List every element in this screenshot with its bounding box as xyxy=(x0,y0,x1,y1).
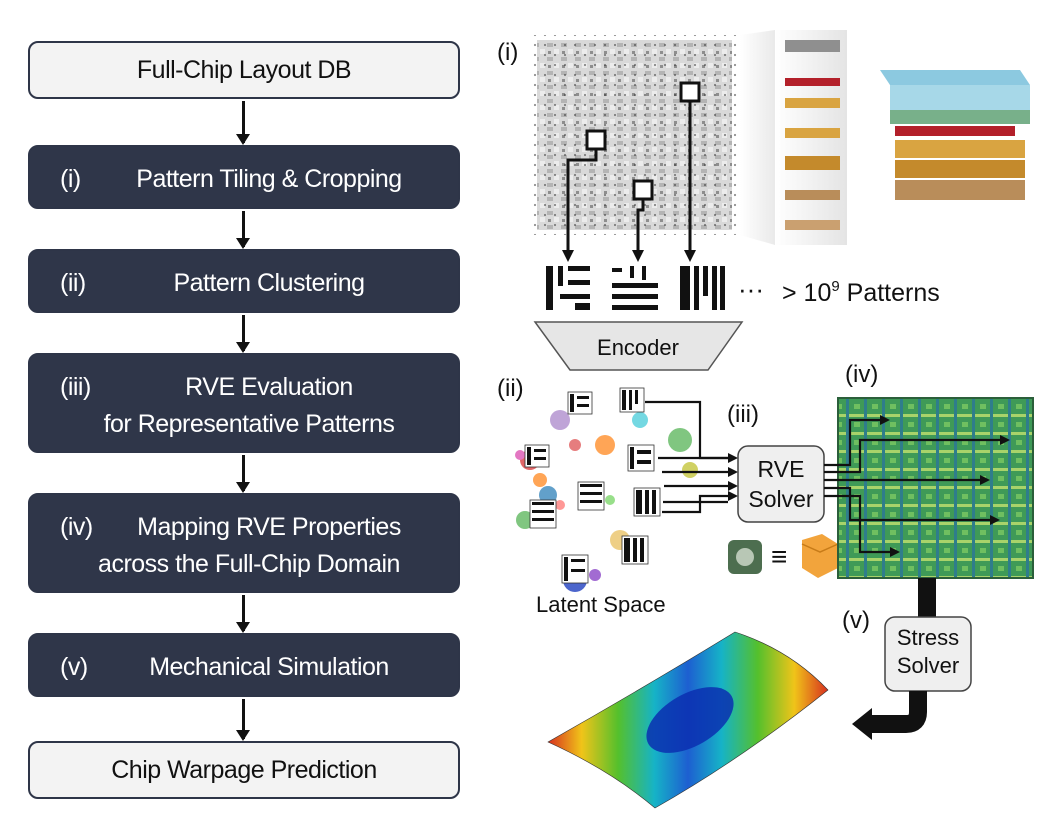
layer-bottom xyxy=(785,220,840,230)
stress-solver-line1: Stress xyxy=(897,625,959,650)
ellipsis: ··· xyxy=(738,274,764,304)
zoom-cone xyxy=(740,30,775,245)
pattern-thumbnail-3 xyxy=(678,263,728,313)
start-label: Full-Chip Layout DB xyxy=(136,55,352,84)
flow-arrow xyxy=(236,101,250,145)
step-ii-label: Pattern Clustering xyxy=(173,269,365,297)
step-i-label: Pattern Tiling & Cropping xyxy=(136,165,402,193)
step-iv-line2: across the Full-Chip Domain xyxy=(98,550,400,578)
latent-to-rve-arrows xyxy=(645,400,728,514)
cube-edges xyxy=(801,543,839,553)
step-v-label: Mechanical Simulation xyxy=(149,653,389,681)
rve-solver-line1: RVE xyxy=(758,456,805,482)
stack-copper-a xyxy=(895,140,1025,158)
flow-arrow xyxy=(236,595,250,633)
stack-blue-side xyxy=(890,85,1030,110)
pattern-thumbnail-1 xyxy=(543,263,593,313)
rve-solver-line2: Solver xyxy=(748,486,814,512)
step-iii-box: (iii) RVE Evaluation for Representative … xyxy=(28,353,460,453)
step-v-number: (v) xyxy=(60,653,88,681)
step-iii-line2: for Representative Patterns xyxy=(103,410,395,438)
crop-arrow-2 xyxy=(636,199,645,252)
layer-red xyxy=(785,78,840,86)
crop-arrow-2-head xyxy=(632,250,644,262)
stack-blue-top xyxy=(880,70,1030,85)
crop-window-3 xyxy=(679,81,701,103)
step-i-box: (i) Pattern Tiling & Cropping xyxy=(28,145,460,209)
step-ii-box: (ii) Pattern Clustering xyxy=(28,249,460,313)
layer-copper-2 xyxy=(785,128,840,138)
flow-arrow xyxy=(236,211,250,249)
step-iv-box: (iv) Mapping RVE Properties across the F… xyxy=(28,493,460,593)
encoder-label: Encoder xyxy=(597,335,679,360)
crop-window-2 xyxy=(632,179,654,201)
stack-copper-c xyxy=(895,180,1025,200)
flow-arrow xyxy=(236,699,250,741)
step-i-number: (i) xyxy=(60,165,81,193)
stress-solver-line2: Solver xyxy=(897,653,959,678)
stack-copper-b xyxy=(895,160,1025,178)
homogenized-cube-icon xyxy=(802,534,838,578)
rve-to-map-arrows xyxy=(824,418,1000,554)
latent-pattern-glyphs xyxy=(524,387,661,584)
stress-solver-box xyxy=(884,616,972,692)
layer-copper-3 xyxy=(785,156,840,170)
flow-arrow xyxy=(236,455,250,493)
crop-window-1 xyxy=(585,129,607,151)
equiv-symbol: ≡ xyxy=(771,541,787,572)
layer-stack-assembled xyxy=(880,70,1030,200)
step-iv-number: (iv) xyxy=(60,513,93,541)
latent-space-label: Latent Space xyxy=(536,592,666,617)
stack-green xyxy=(890,110,1030,124)
layer-stack-exploded xyxy=(785,40,840,230)
step-iv-line1: Mapping RVE Properties xyxy=(137,513,401,541)
chip-grid-dots xyxy=(530,35,740,235)
encoder-shape xyxy=(533,321,744,371)
warpage-center xyxy=(646,687,734,753)
start-box: Full-Chip Layout DB xyxy=(28,41,460,99)
end-label: Chip Warpage Prediction xyxy=(111,755,377,784)
label-ii: (ii) xyxy=(497,375,524,402)
label-v: (v) xyxy=(842,607,870,634)
rve-to-map-arrowheads xyxy=(880,415,1010,557)
layer-copper-1 xyxy=(785,98,840,108)
stack-red xyxy=(895,126,1015,136)
flow-arrow xyxy=(236,315,250,353)
map-to-stress-connector xyxy=(918,578,936,620)
crop-arrow-3-head xyxy=(684,250,696,262)
crop-arrow-1 xyxy=(566,149,598,252)
pattern-thumbnail-2 xyxy=(610,263,660,313)
latent-to-rve-arrowheads xyxy=(728,453,738,501)
step-ii-number: (ii) xyxy=(60,269,86,297)
property-map xyxy=(837,397,1034,579)
label-i: (i) xyxy=(497,39,518,66)
rve-microstructure-hole xyxy=(736,548,754,566)
label-iii: (iii) xyxy=(727,401,759,428)
label-iv: (iv) xyxy=(845,361,878,388)
step-iii-line1: RVE Evaluation xyxy=(185,373,353,401)
step-v-box: (v) Mechanical Simulation xyxy=(28,633,460,697)
patterns-count: > 109 Patterns xyxy=(782,278,940,307)
stress-to-warpage-arrow xyxy=(868,691,927,733)
layer-copper-4 xyxy=(785,190,840,200)
rve-solver-box xyxy=(737,445,825,523)
stress-to-warpage-arrowhead xyxy=(852,708,872,740)
end-box: Chip Warpage Prediction xyxy=(28,741,460,799)
layer-top xyxy=(785,40,840,52)
crop-arrow-1-head xyxy=(562,250,574,262)
step-iii-number: (iii) xyxy=(60,373,91,401)
